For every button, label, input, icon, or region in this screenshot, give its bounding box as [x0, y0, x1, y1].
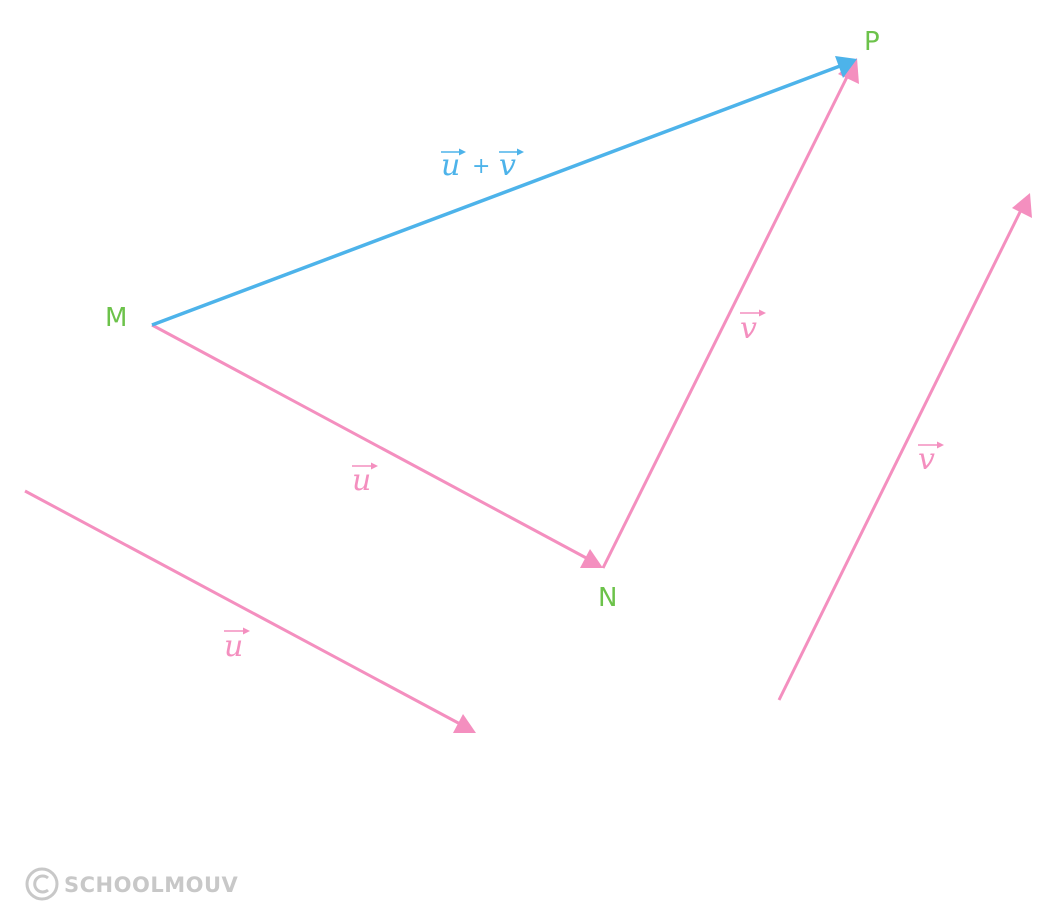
- copyright-icon: [25, 867, 59, 901]
- sum-vector-label: u + v: [441, 148, 524, 183]
- u-label-mn: u: [352, 462, 378, 498]
- v-label-np: v: [740, 309, 766, 346]
- v-letter-free: v: [918, 442, 935, 477]
- point-m-label: M: [105, 303, 127, 333]
- sum-u-letter: u: [441, 148, 460, 183]
- vector-mp-sum: [151, 56, 857, 327]
- sum-plus-sign: +: [472, 154, 490, 179]
- point-p-label: P: [864, 27, 880, 57]
- free-vector-v: [777, 193, 1032, 701]
- point-n-label: N: [598, 583, 617, 613]
- free-vector-u: [24, 489, 476, 733]
- logo-text: SCHOOLMOUV: [64, 873, 238, 897]
- schoolmouv-logo: SCHOOLMOUV: [25, 867, 238, 901]
- vector-mn-u: [151, 323, 603, 568]
- vector-np-v: [601, 58, 859, 569]
- u-letter-mn: u: [352, 463, 371, 498]
- sum-v-letter: v: [499, 148, 516, 183]
- u-letter-free: u: [224, 629, 243, 664]
- v-label-free: v: [918, 441, 944, 477]
- v-letter-np: v: [740, 311, 757, 346]
- u-label-free: u: [224, 627, 250, 664]
